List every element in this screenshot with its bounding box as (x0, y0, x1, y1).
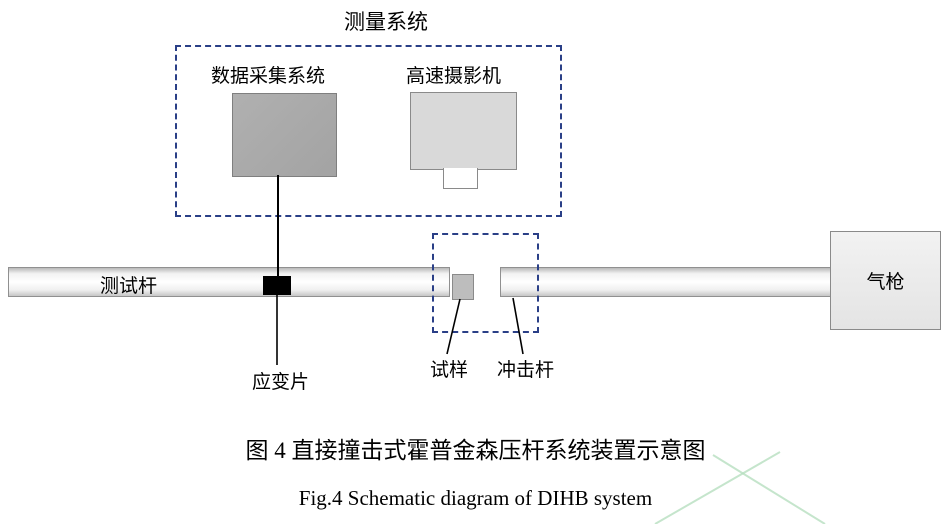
caption-english: Fig.4 Schematic diagram of DIHB system (298, 486, 653, 510)
gas-gun-label: 气枪 (866, 272, 905, 293)
strain-gauge-label: 应变片 (252, 372, 310, 393)
specimen-label: 试样 (430, 360, 469, 381)
camera-lens (443, 168, 478, 189)
impact-bar-label: 冲击杆 (497, 360, 555, 381)
impact-bar (500, 267, 832, 297)
daq-system-label: 数据采集系统 (211, 66, 326, 87)
daq-system-box (232, 93, 337, 177)
caption-chinese: 图 4 直接撞击式霍普金森压杆系统装置示意图 (245, 438, 706, 463)
measurement-system-dashed-box (175, 45, 562, 217)
high-speed-camera-box (410, 92, 517, 170)
gas-gun: 气枪 (830, 231, 941, 330)
test-bar (8, 267, 450, 297)
specimen (452, 274, 474, 300)
high-speed-camera-label: 高速摄影机 (406, 66, 502, 87)
specimen-dashed-box (432, 233, 539, 333)
measurement-system-title: 测量系统 (344, 11, 428, 34)
daq-signal-wire (277, 175, 279, 277)
test-bar-label: 测试杆 (100, 276, 158, 297)
strain-gauge (263, 276, 291, 295)
